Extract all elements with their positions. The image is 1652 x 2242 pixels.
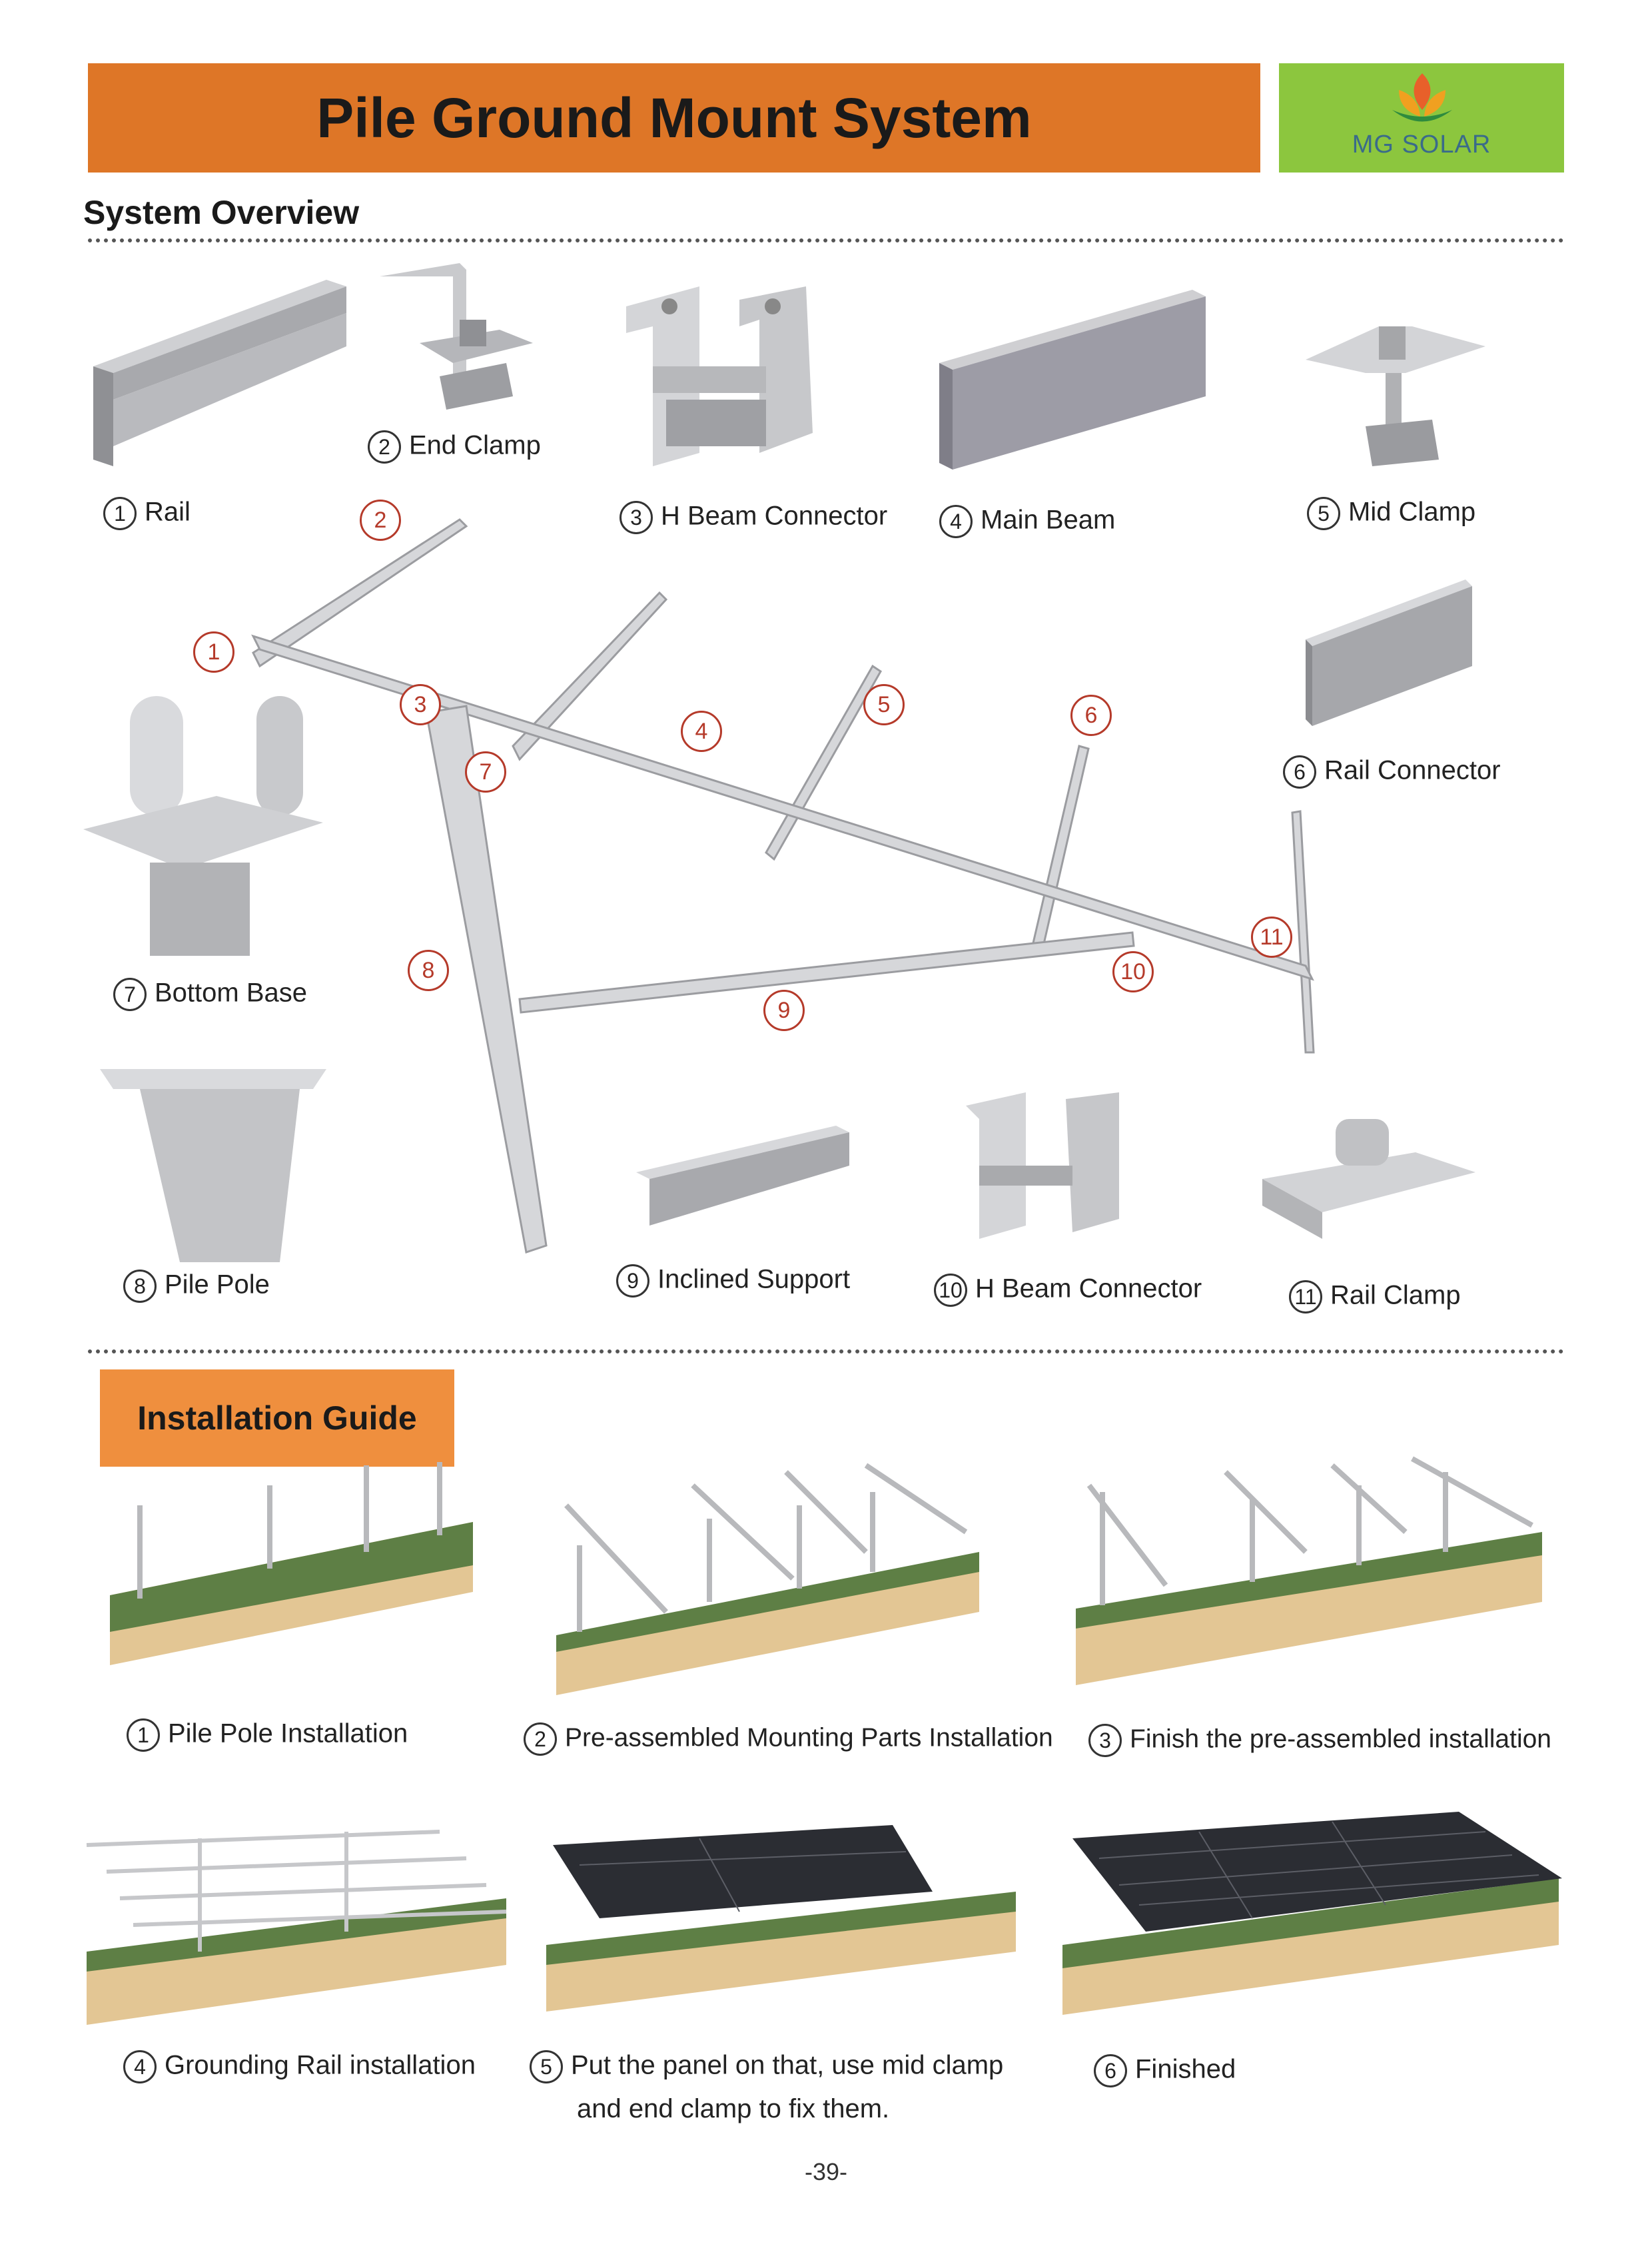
callout-11: 11: [1251, 917, 1292, 958]
guide-header-bg: [100, 1369, 454, 1467]
h-beam-connector-2-part-image: [966, 1092, 1119, 1239]
rail-clamp-part-image: [1262, 1119, 1475, 1239]
callout-1: 1: [193, 631, 234, 673]
page-number: -39-: [804, 2158, 848, 2185]
section-title-guide: Installation Guide: [137, 1399, 417, 1437]
divider-bottom: [88, 1349, 1564, 1353]
pile-pole-part-image: [100, 1069, 326, 1262]
step-label-5-line2: and end clamp to fix them.: [577, 2094, 890, 2123]
divider-top: [88, 238, 1564, 242]
rail-connector-part-image: [1306, 579, 1472, 726]
callout-4: 4: [681, 711, 722, 752]
logo-sun-icon: [1392, 73, 1452, 122]
header-bar: [88, 63, 1260, 173]
inclined-support-part-image: [636, 1126, 849, 1226]
page-title: Pile Ground Mount System: [316, 86, 1032, 149]
h-beam-connector-part-image: [626, 286, 813, 466]
logo-text: MG SOLAR: [1352, 131, 1491, 159]
callout-6: 6: [1070, 695, 1112, 736]
callout-5: 5: [863, 684, 905, 725]
callout-9: 9: [763, 990, 805, 1031]
mid-clamp-part-image: [1306, 326, 1485, 466]
rail-part-image: [93, 280, 346, 466]
callout-8: 8: [408, 950, 449, 991]
callout-10: 10: [1112, 951, 1154, 992]
section-title-overview: System Overview: [83, 194, 360, 231]
bottom-base-part-image: [83, 696, 323, 956]
callout-2: 2: [360, 500, 401, 541]
callout-3: 3: [400, 684, 441, 725]
callout-7: 7: [465, 751, 506, 793]
end-clamp-part-image: [380, 263, 533, 410]
main-beam-part-image: [939, 290, 1206, 470]
